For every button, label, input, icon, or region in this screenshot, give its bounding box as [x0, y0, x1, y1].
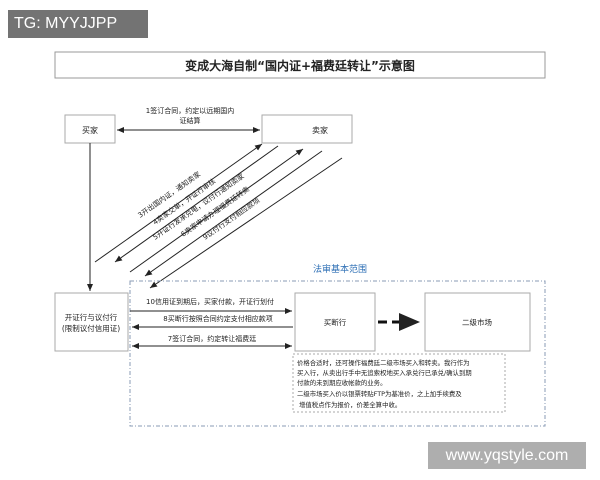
- note-line: 买入行，从卖出行手中无追索权地买入承兑行已承兑/确认到期: [297, 368, 472, 377]
- edge-4: [114, 145, 279, 263]
- node-buyer-label: 买家: [82, 125, 98, 135]
- edge-1-label: 1签订合同，约定以远期国内: [146, 106, 234, 115]
- edge-9: [149, 157, 343, 289]
- edge-5-label: 5开证行发承兑电，议付行通知卖家: [151, 171, 246, 241]
- edge-3: [94, 143, 263, 263]
- note-box: [292, 353, 506, 413]
- node-secondary-market-label: 二级市场: [462, 317, 492, 327]
- node-buying-bank-label: 买断行: [324, 317, 347, 327]
- node-seller-label: 卖家: [312, 125, 328, 135]
- note-line: 增值税点作为报价，价差全算中收。: [299, 400, 401, 409]
- note-line: 付款的未到期应收帐款的业务。: [297, 378, 386, 387]
- note-line: 价格合适时，还可操作福费廷二级市场买入和转卖。我行作为: [297, 358, 470, 367]
- edge-8-label: 8买断行按照合同约定支付相应款项: [163, 314, 272, 323]
- node-buyer: [64, 114, 116, 144]
- watermark-bottom: www.yqstyle.com: [428, 442, 586, 469]
- title-box: [54, 51, 546, 79]
- node-seller: [261, 114, 353, 144]
- edge-5: [129, 148, 304, 273]
- note-line: 二级市场买入价以银票转贴FTP为基准价，之上加手续费及: [297, 389, 462, 398]
- edge-7-label: 7签订合同，约定转让福费廷: [168, 334, 256, 343]
- diagram-title: 变成大海自制“国内证+福费廷转让”示意图: [185, 58, 415, 73]
- edge-1-label-2: 证结算: [180, 116, 201, 125]
- node-secondary-market: [424, 292, 531, 352]
- node-issuing-bank-label-2: (限制议付信用证): [62, 323, 120, 333]
- node-issuing-bank-label: 开证行与议付行: [65, 312, 118, 322]
- scope-region: [129, 280, 546, 427]
- edge-10-label: 10信用证到期后，买家付款，开证行划付: [146, 297, 274, 306]
- watermark-top: TG: MYYJJPP: [8, 10, 148, 38]
- edge-6: [144, 150, 323, 277]
- node-buying-bank: [294, 292, 376, 352]
- scope-label: 法审基本范围: [313, 263, 367, 275]
- node-issuing-bank: [54, 292, 129, 352]
